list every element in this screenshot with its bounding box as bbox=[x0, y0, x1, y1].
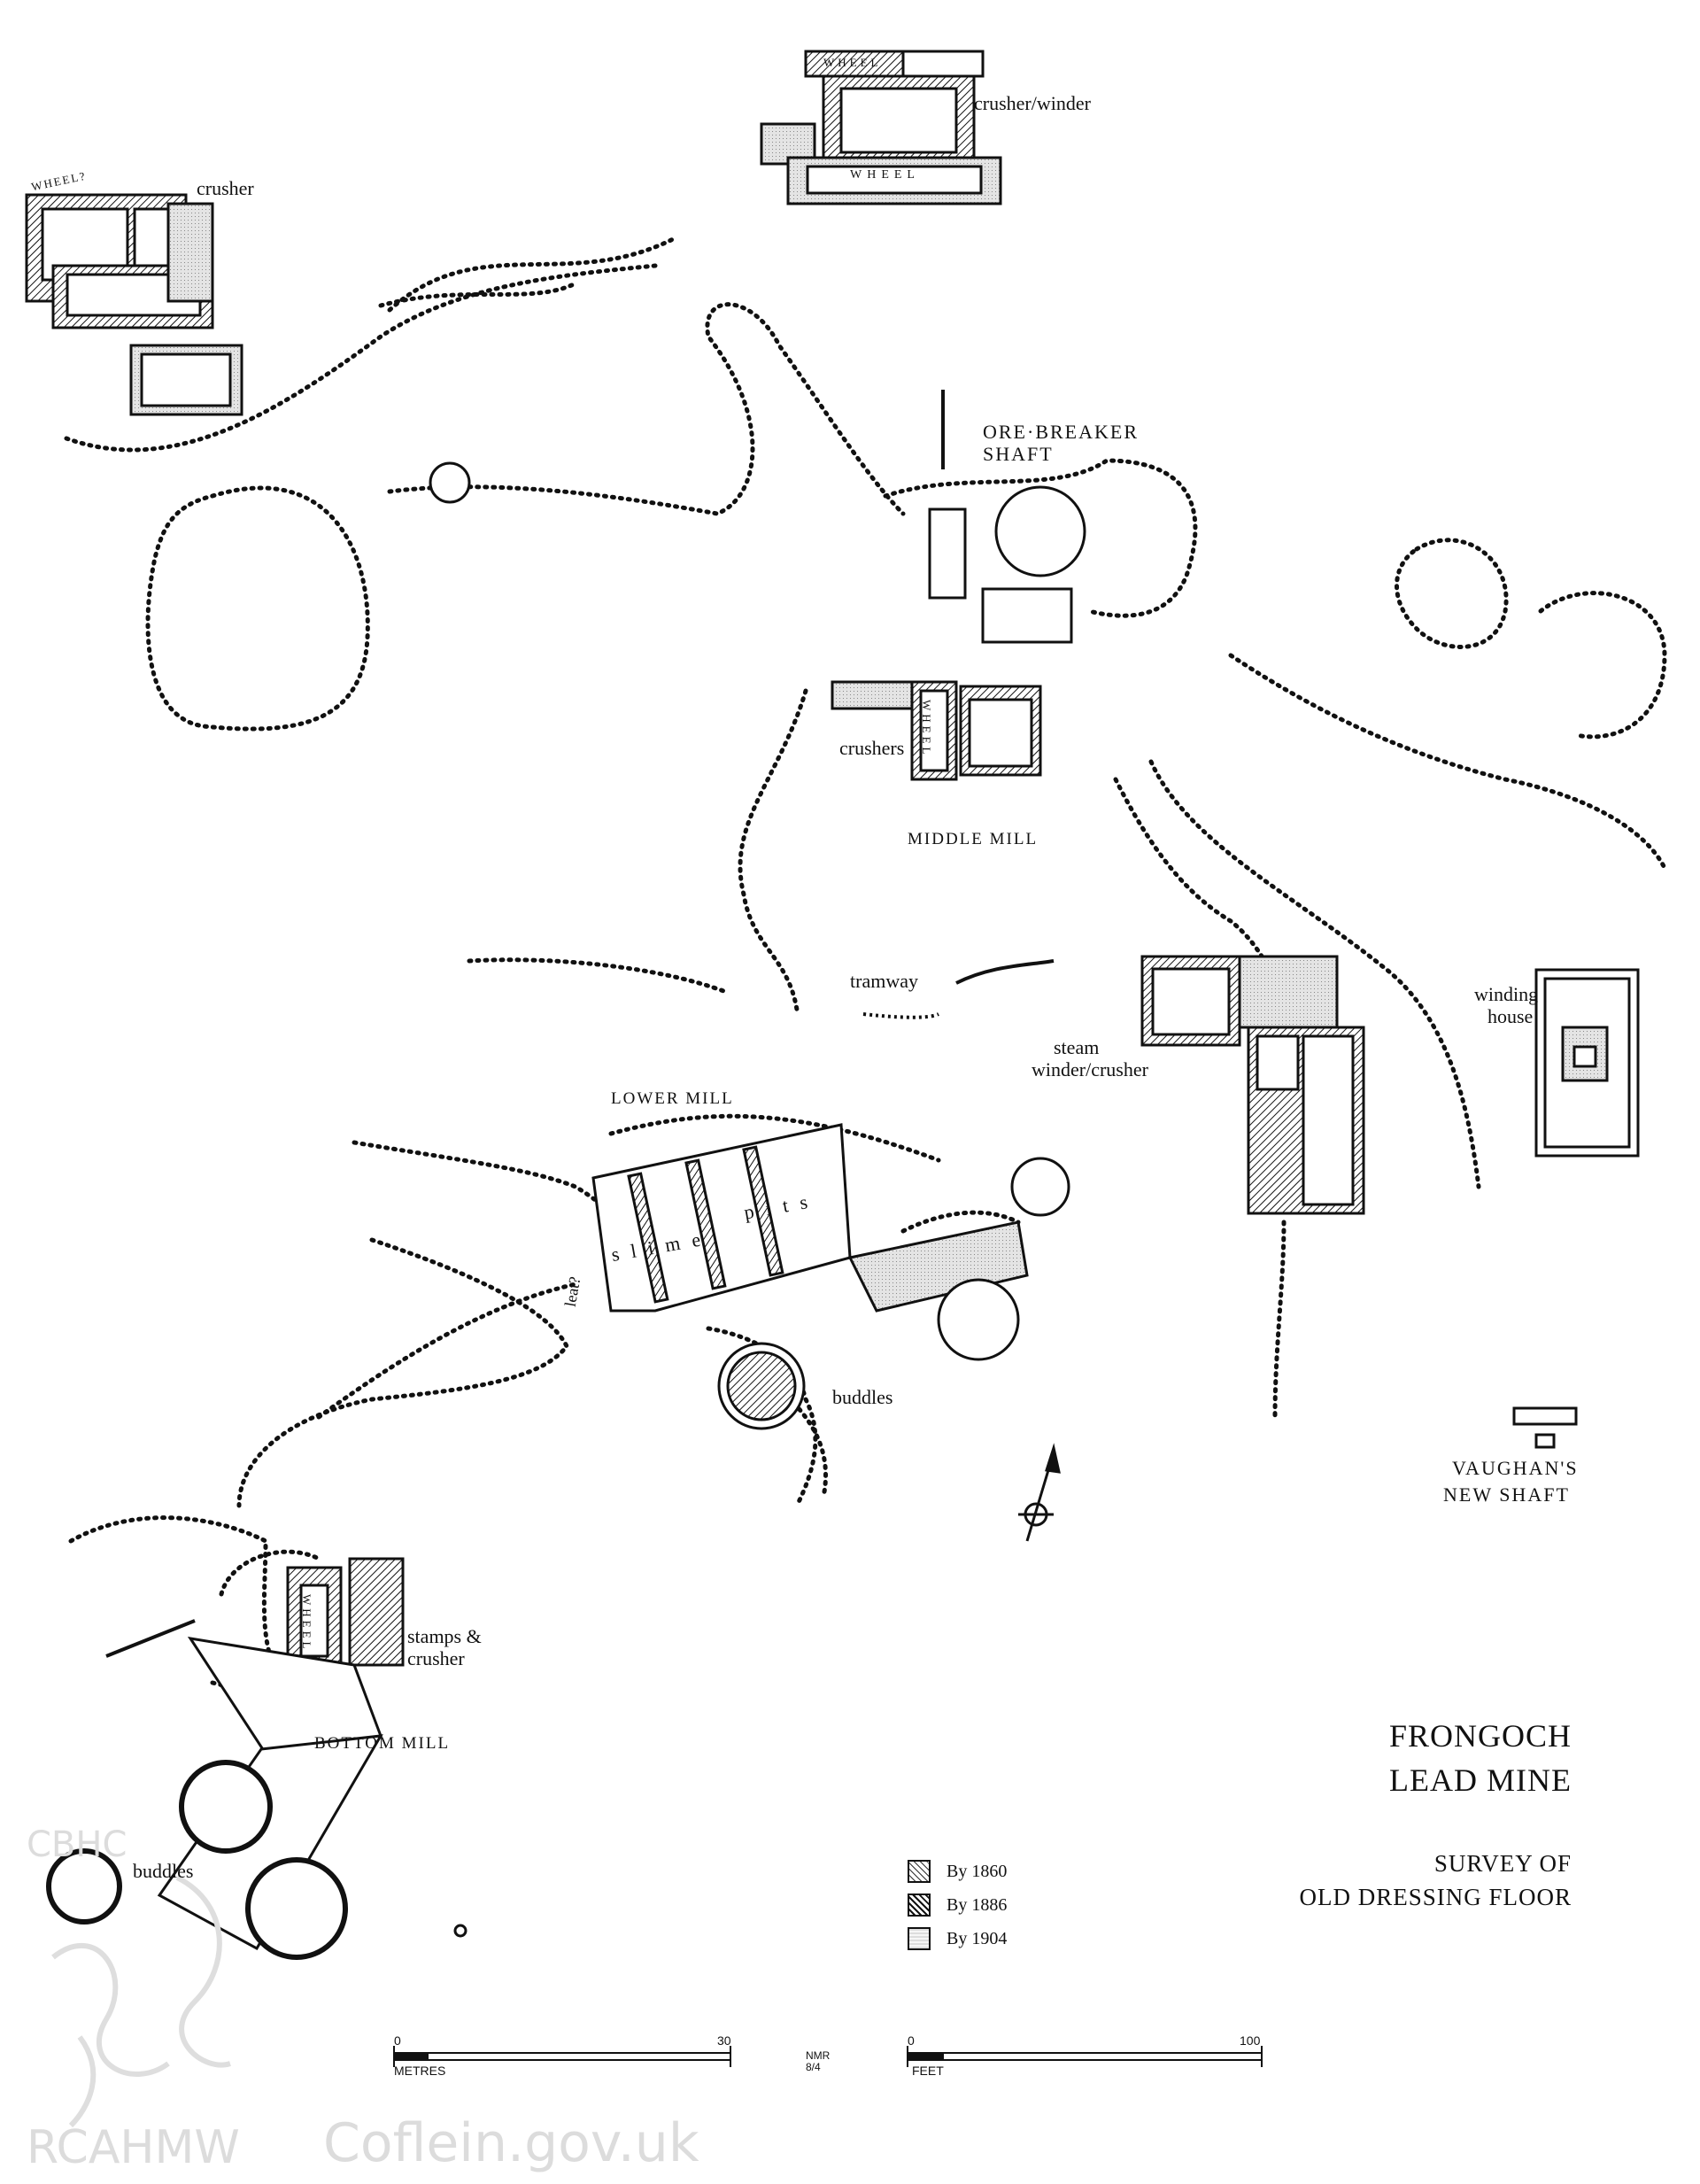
title-line-2: LEAD MINE bbox=[1389, 1762, 1572, 1798]
stamps-label-2: crusher bbox=[407, 1647, 465, 1669]
legend-label-1860: By 1860 bbox=[947, 1861, 1008, 1881]
rcahmw-dragon-logo bbox=[51, 1875, 231, 2128]
legend-label-1886: By 1886 bbox=[947, 1894, 1008, 1915]
wheel-label-lower: WHEEL bbox=[850, 168, 920, 182]
buddles-lower-label: buddles bbox=[832, 1386, 893, 1408]
legend-label-1904: By 1904 bbox=[947, 1928, 1008, 1948]
lower-buddle-inner bbox=[726, 1351, 797, 1421]
scale-metres-start: 0 bbox=[394, 2033, 401, 2048]
round-pit-b bbox=[937, 1278, 1020, 1361]
vaughans-shaft-structure bbox=[1512, 1406, 1578, 1449]
reservoir-nw-inner bbox=[140, 352, 232, 407]
scale-feet-start: 0 bbox=[908, 2033, 915, 2048]
crusher-winder-structure bbox=[760, 50, 1002, 205]
tramway-label: tramway bbox=[850, 970, 918, 992]
round-pit-a bbox=[1010, 1157, 1070, 1217]
steam-label-1: steam bbox=[1054, 1036, 1100, 1058]
nmr-stamp-line-2: 8/4 bbox=[806, 2061, 821, 2073]
ore-breaker-label-2: SHAFT bbox=[983, 443, 1054, 465]
wall-lines bbox=[105, 390, 945, 1658]
bottom-buddle-a bbox=[179, 1760, 273, 1854]
scale-bar-feet bbox=[907, 2046, 1263, 2067]
bottom-buddle-c bbox=[46, 1848, 122, 1925]
watermark-right: Coflein.gov.uk bbox=[323, 2112, 699, 2174]
winding-house-structure bbox=[1534, 968, 1640, 1158]
earthwork-lower-mill bbox=[236, 1113, 1287, 1508]
crusher-winder-label: crusher/winder bbox=[974, 92, 1091, 114]
crusher-nw-structure bbox=[25, 193, 214, 329]
earthwork-east-rings bbox=[1148, 538, 1667, 1189]
map-title: FRONGOCH LEAD MINE bbox=[1389, 1714, 1572, 1802]
crushers-label: crushers bbox=[839, 737, 905, 759]
ore-breaker-shaft-round bbox=[429, 461, 471, 504]
vaughans-label-2: NEW SHAFT bbox=[1443, 1483, 1570, 1506]
legend-swatch-1904 bbox=[908, 1927, 931, 1950]
north-arrow-icon bbox=[1018, 1443, 1061, 1542]
stamps-label-1: stamps & bbox=[407, 1625, 482, 1647]
map-subtitle: SURVEY OF OLD DRESSING FLOOR bbox=[1299, 1847, 1572, 1914]
steam-winder-crusher-structure bbox=[1140, 955, 1365, 1215]
subtitle-line-1: SURVEY OF bbox=[1433, 1850, 1572, 1877]
middle-mill-crushers bbox=[831, 680, 1042, 781]
bottom-buddle-b bbox=[245, 1857, 348, 1960]
vaughans-label-1: VAUGHAN'S bbox=[1452, 1457, 1579, 1479]
subtitle-line-2: OLD DRESSING FLOOR bbox=[1299, 1884, 1572, 1910]
steam-label-2: winder/crusher bbox=[1032, 1058, 1148, 1080]
wheel-label-bottom: WHEEL bbox=[300, 1594, 313, 1653]
winding-label-1: winding bbox=[1474, 983, 1539, 1005]
legend-swatch-1860 bbox=[908, 1860, 931, 1883]
legend-item-1860: By 1860 bbox=[908, 1860, 1007, 1883]
watermark-logo-text: CBHC bbox=[27, 1824, 128, 1865]
legend-swatch-1886 bbox=[908, 1894, 931, 1917]
earthwork-central-loop bbox=[387, 302, 1198, 618]
legend-item-1886: By 1886 bbox=[908, 1894, 1007, 1917]
ore-breaker-label-1: ORE·BREAKER bbox=[983, 421, 1139, 443]
scale-metres-end: 30 bbox=[717, 2033, 731, 2048]
middle-mill-label: MIDDLE MILL bbox=[908, 830, 1039, 848]
nmr-stamp-line-1: NMR bbox=[806, 2049, 831, 2062]
buddles-bottom-label: buddles bbox=[133, 1860, 194, 1882]
lower-mill-slime-pits bbox=[591, 1123, 1029, 1313]
earthwork-ring-west bbox=[145, 485, 370, 732]
lower-mill-label: LOWER MILL bbox=[611, 1089, 734, 1108]
scale-feet-unit: FEET bbox=[912, 2064, 944, 2078]
ore-breaker-shaft-structure bbox=[928, 485, 1086, 644]
small-shaft-marker bbox=[453, 1924, 468, 1938]
nmr-stamp: NMR 8/4 bbox=[806, 2050, 830, 2073]
earthwork-ridge-nw bbox=[64, 236, 676, 453]
bottom-mill-label: BOTTOM MILL bbox=[314, 1734, 451, 1753]
wheel-label-top: WHEEL bbox=[823, 56, 882, 69]
watermark-left: RCAHMW bbox=[27, 2121, 240, 2174]
bottom-mill-structure bbox=[157, 1557, 405, 1951]
scale-feet-end: 100 bbox=[1240, 2033, 1261, 2048]
legend-item-1904: By 1904 bbox=[908, 1927, 1007, 1950]
winding-label-2: house bbox=[1488, 1005, 1534, 1027]
scale-metres-unit: METRES bbox=[394, 2064, 446, 2078]
scale-bar-metres bbox=[393, 2046, 731, 2067]
tramway-track bbox=[862, 959, 1055, 1019]
crusher-label-nw: crusher bbox=[197, 177, 254, 199]
wheel-label-middle: WHEEL bbox=[920, 700, 933, 758]
title-line-1: FRONGOCH bbox=[1388, 1718, 1572, 1754]
